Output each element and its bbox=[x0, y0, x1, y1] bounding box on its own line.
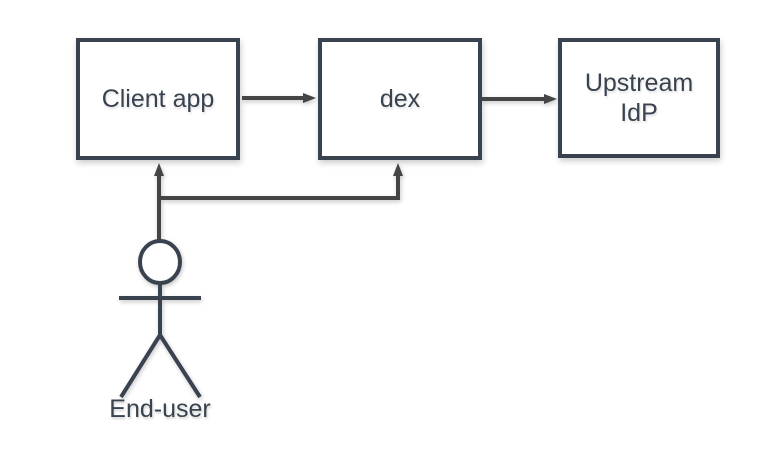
node-upstream-idp-label: Upstream IdP bbox=[584, 69, 694, 127]
end-user-label: End-user bbox=[109, 395, 211, 423]
node-client-app: Client app bbox=[76, 38, 240, 160]
end-user-stick-figure bbox=[119, 239, 202, 399]
node-upstream-idp: Upstream IdP bbox=[558, 38, 720, 158]
stick-figure-legs bbox=[119, 331, 202, 399]
node-dex-label: dex bbox=[379, 85, 421, 113]
node-client-app-label: Client app bbox=[101, 85, 215, 113]
edge-enduser-to-dex bbox=[159, 163, 403, 200]
stick-figure-head bbox=[138, 239, 182, 285]
node-dex: dex bbox=[318, 38, 482, 160]
